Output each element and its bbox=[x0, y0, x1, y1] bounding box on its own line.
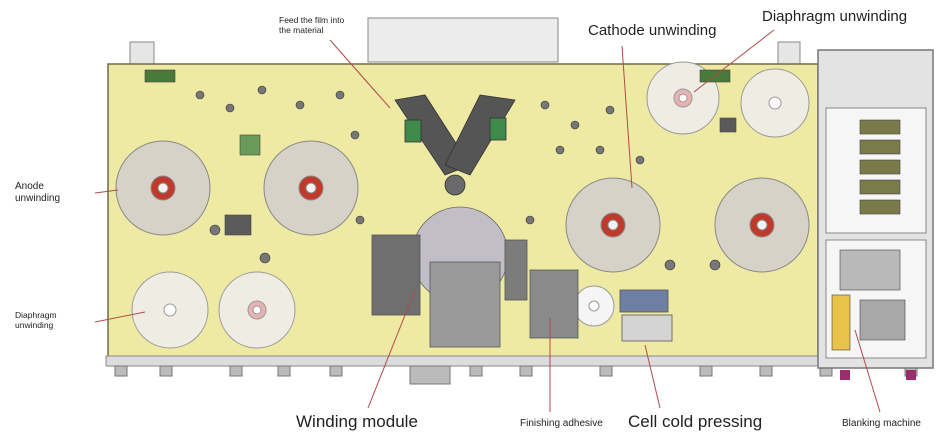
label-anode-unwinding: Anode unwinding bbox=[15, 181, 61, 204]
label-cell-cold-pressing: Cell cold pressing bbox=[628, 412, 763, 431]
finishing-station bbox=[529, 269, 673, 342]
reel-anode-left bbox=[115, 140, 211, 236]
reel-diaphragm-bottom-left bbox=[131, 271, 209, 349]
reel-anode-right bbox=[263, 140, 359, 236]
label-diaphragm-unwinding-top: Diaphragm unwinding bbox=[762, 8, 908, 25]
label-finishing-adhesive: Finishing adhesive bbox=[520, 418, 603, 429]
cabinet-modules bbox=[831, 119, 906, 351]
control-boxes bbox=[144, 69, 737, 236]
mount-ear-left bbox=[129, 41, 155, 65]
label-diaphragm-unwinding-left: Diaphragm unwinding bbox=[15, 310, 57, 330]
mount-ear-right bbox=[777, 41, 801, 65]
feed-mechanism bbox=[394, 94, 516, 196]
winding-module-area bbox=[371, 206, 528, 348]
label-feed-film: Feed the film into the material bbox=[279, 15, 345, 35]
reel-diaphragm-top-right bbox=[740, 68, 810, 138]
label-blanking-machine: Blanking machine bbox=[842, 418, 921, 429]
machine-feet bbox=[114, 365, 918, 385]
cabinet-feet bbox=[840, 370, 916, 380]
label-winding-module: Winding module bbox=[296, 412, 418, 431]
base-rail bbox=[105, 355, 821, 367]
reel-cathode-right bbox=[714, 177, 810, 273]
label-cathode-unwinding: Cathode unwinding bbox=[588, 22, 717, 39]
idler-rollers bbox=[195, 85, 721, 271]
top-hood bbox=[367, 17, 559, 63]
reel-adhesive bbox=[573, 285, 615, 327]
reel-diaphragm-bottom-right bbox=[218, 271, 296, 349]
leader-lines bbox=[94, 29, 881, 413]
reel-cathode-left bbox=[565, 177, 661, 273]
